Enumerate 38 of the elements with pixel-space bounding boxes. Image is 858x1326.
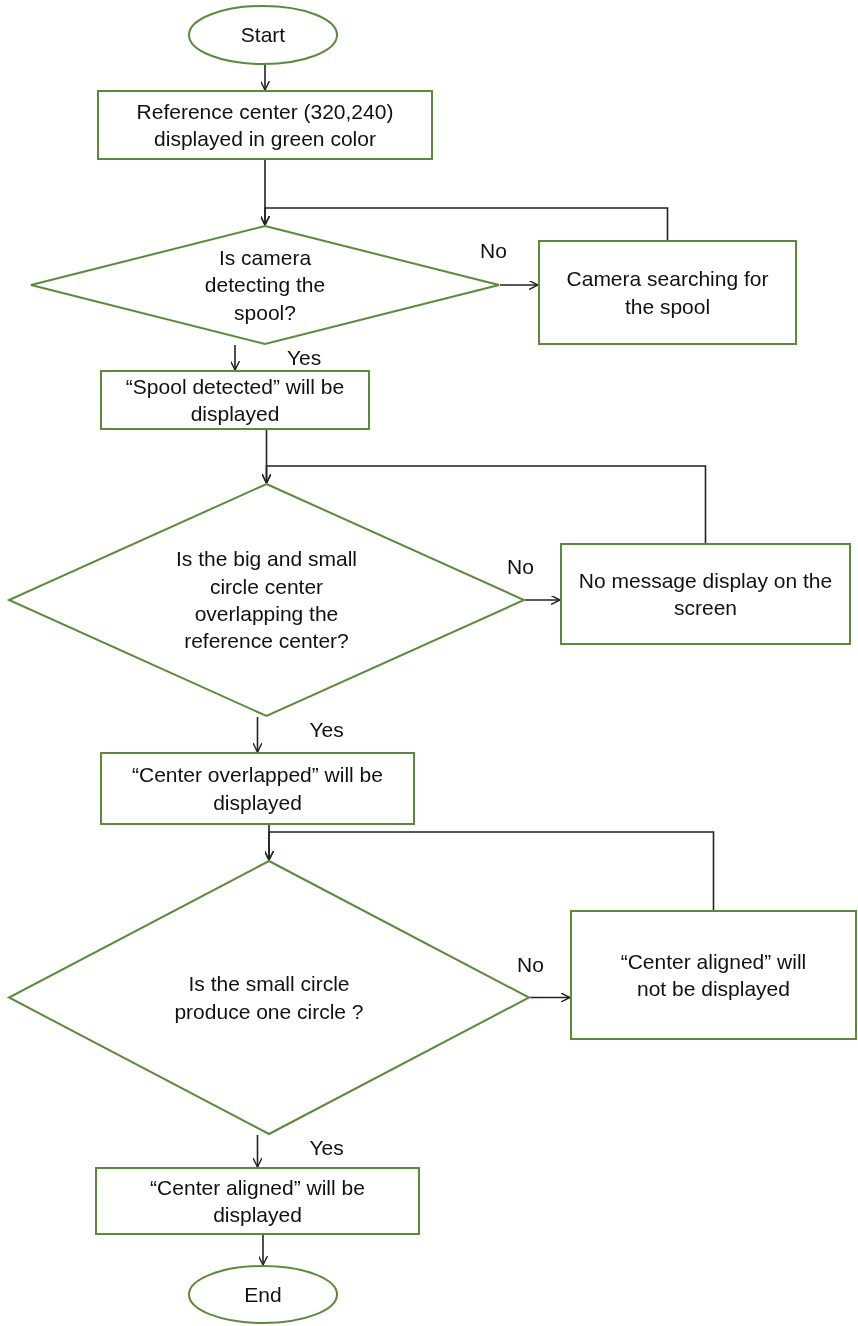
arrow	[499, 279, 539, 291]
arrow	[524, 594, 561, 606]
arrow	[263, 831, 715, 911]
process-box	[538, 240, 797, 345]
edge-label: No	[506, 556, 535, 577]
node-text: End	[243, 1281, 283, 1308]
node-text: Start	[239, 22, 287, 49]
terminal-ellipse	[188, 1265, 338, 1324]
arrow	[259, 64, 271, 91]
node-text: Reference center (320,240) displayed in green color	[135, 98, 395, 152]
node-text: Camera searching for the spool	[565, 266, 770, 320]
process-box	[100, 370, 370, 430]
process-box	[560, 543, 851, 645]
arrow	[261, 465, 707, 544]
edge-label: No	[516, 953, 545, 975]
process-box	[570, 910, 857, 1040]
edge-label: Yes	[308, 1137, 345, 1158]
node-text: Is camera detecting the spool?	[203, 245, 327, 326]
edge-label: Yes	[308, 719, 345, 740]
node-text: “Center aligned” will not be displayed	[619, 948, 808, 1002]
node-text: “Center aligned” will be displayed	[149, 1174, 366, 1228]
node-text: No message display on the screen	[577, 567, 834, 621]
arrow	[252, 1134, 263, 1168]
node-text: Is the big and small circle center overlapping the reference center?	[175, 546, 358, 655]
arrow	[229, 344, 241, 371]
edge-label: Yes	[286, 347, 323, 368]
arrow	[259, 207, 669, 241]
node-text: Is the small circle produce one circle ?	[173, 971, 365, 1025]
arrow	[257, 1234, 269, 1266]
node-text: “Center overlapped” will be displayed	[131, 762, 384, 816]
process-box	[95, 1167, 420, 1235]
node-text: “Spool detected” will be displayed	[124, 373, 346, 427]
arrow	[252, 716, 263, 753]
terminal-ellipse	[188, 5, 338, 65]
process-box	[97, 90, 433, 160]
edge-label: No	[479, 240, 508, 261]
arrow	[529, 992, 571, 1003]
process-box	[100, 752, 415, 825]
